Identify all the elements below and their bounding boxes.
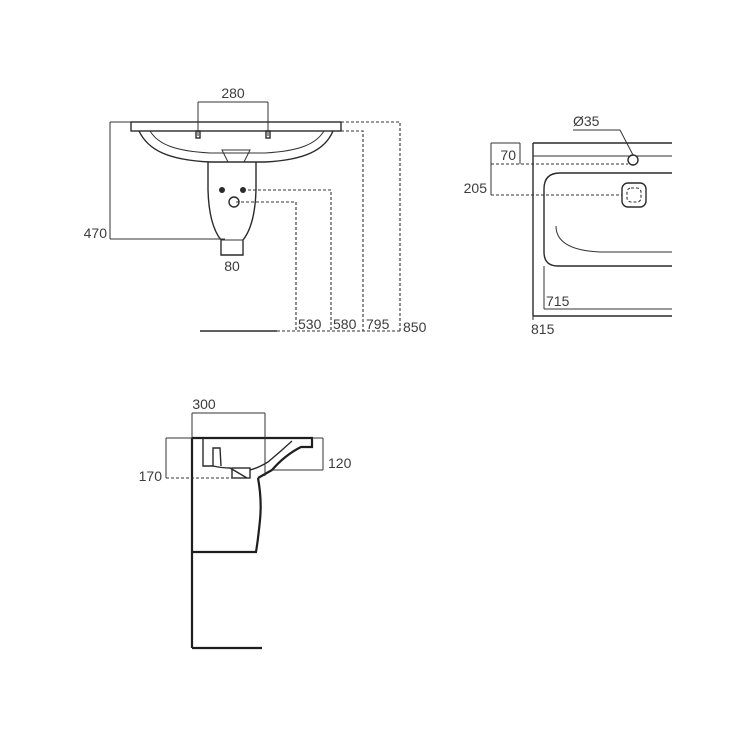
dim-diameter-leader: [573, 129, 634, 156]
dim-120-label: 120: [328, 455, 352, 471]
dim-diameter-label: Ø35: [573, 113, 600, 129]
plan-view: Ø35 70 205 715 815: [464, 113, 672, 337]
dim-70-lines: [490, 142, 628, 165]
dim-280-label: 280: [221, 85, 245, 101]
dim-715-lines: [543, 266, 672, 310]
dim-470-label: 470: [84, 225, 108, 241]
dim-205-label: 205: [464, 180, 488, 196]
front-pedestal: [207, 162, 257, 256]
dim-70-label: 70: [500, 147, 516, 163]
dim-80-lines: [220, 239, 244, 255]
dim-280-lines: [197, 101, 269, 136]
plan-waste-outlet: [621, 182, 647, 208]
dim-300-lines: [191, 412, 266, 476]
dim-795-leader: [341, 130, 364, 331]
side-view: 300 170 120: [139, 396, 352, 650]
dim-80-label: 80: [224, 258, 240, 274]
dim-815-label: 815: [531, 321, 555, 337]
dim-850-leader: [341, 121, 401, 331]
dim-580-label: 580: [333, 316, 357, 332]
front-view: 280 470 80 530 580 795 850: [84, 85, 427, 335]
dim-300-label: 300: [192, 396, 216, 412]
side-basin-section: [192, 436, 314, 479]
dim-470-lines: [109, 121, 225, 240]
dim-850-label: 850: [403, 319, 427, 335]
front-tap-holes: [195, 130, 271, 139]
dim-170-lines: [165, 437, 250, 479]
dim-530-leader: [236, 201, 297, 331]
side-pedestal: [192, 477, 262, 554]
dim-170-label: 170: [139, 468, 163, 484]
dim-120-lines: [272, 437, 324, 471]
front-waste-dot-left: [219, 187, 225, 193]
dim-795-label: 795: [366, 316, 390, 332]
plan-basin-outline: [532, 142, 672, 317]
dim-205-lines: [490, 164, 622, 196]
plan-overflow-hole: [627, 154, 639, 166]
front-basin-outline: [130, 121, 342, 163]
dim-580-leader: [243, 189, 332, 331]
dim-530-label: 530: [298, 316, 322, 332]
dim-715-label: 715: [546, 293, 570, 309]
